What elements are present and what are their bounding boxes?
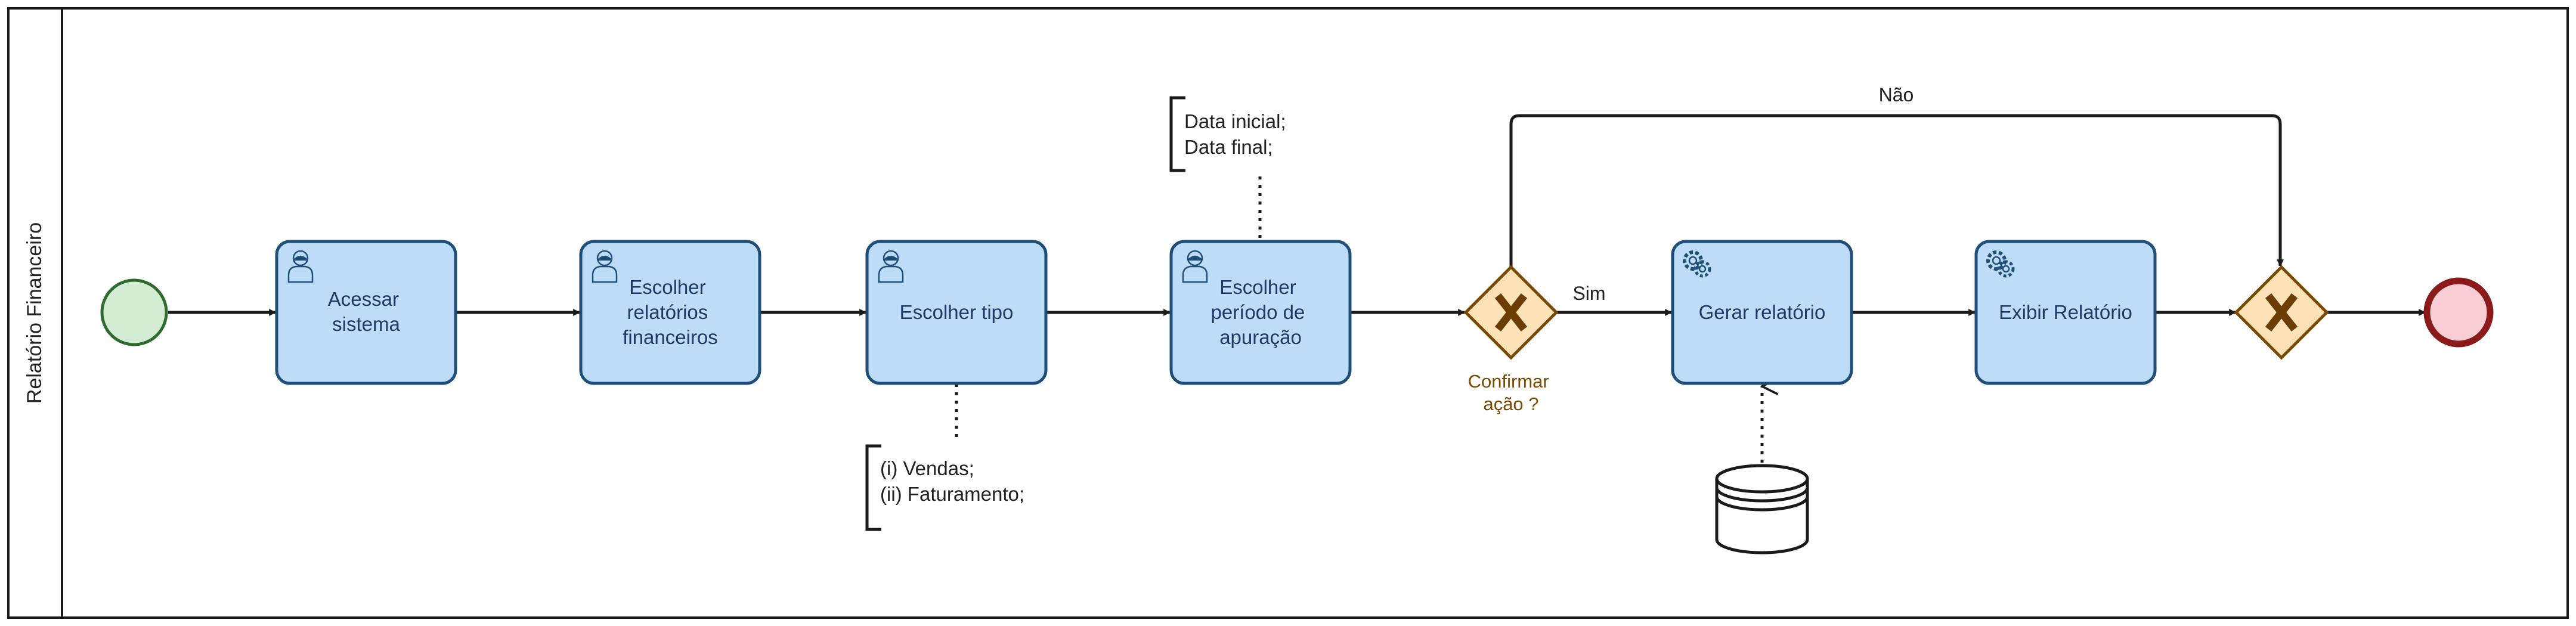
pool-border xyxy=(7,7,2569,619)
task-exibir-relatorio[interactable]: Exibir Relatório xyxy=(1974,240,2157,385)
task-escolher-periodo[interactable]: Escolher período de apuração xyxy=(1169,240,1352,385)
annotation-type-line1: (i) Vendas; xyxy=(880,457,974,479)
task-label: Escolher período de apuração xyxy=(1211,276,1311,348)
annotation-type-bracket xyxy=(865,444,881,531)
database-ring xyxy=(1715,496,1809,512)
gear-icon xyxy=(1986,250,2015,278)
gateway-label-line: ação ? xyxy=(1483,393,1538,414)
database-top xyxy=(1715,464,1809,494)
gateway-label: Confirmar ação ? xyxy=(1468,371,1555,414)
task-label-line: Acessar xyxy=(328,288,399,310)
flow-label-yes: Sim xyxy=(1572,283,1605,304)
task-box xyxy=(1974,240,2157,385)
task-box xyxy=(1671,240,1853,385)
task-label-line: relatórios xyxy=(627,301,708,323)
gear-icon xyxy=(1683,250,1711,278)
task-label: Gerar relatório xyxy=(1699,301,1826,323)
task-label-line: sistema xyxy=(332,313,400,335)
task-label: Acessar sistema xyxy=(328,288,404,335)
exclusive-gateway-merge[interactable] xyxy=(2234,265,2329,360)
annotation-period-bracket xyxy=(1169,96,1185,172)
gateway-label-line: Confirmar xyxy=(1468,371,1549,392)
task-label-line: Escolher xyxy=(1219,276,1296,298)
annotation-period-line2: Data final; xyxy=(1184,136,1273,158)
start-event[interactable] xyxy=(100,278,168,346)
user-icon xyxy=(878,250,904,283)
annotation-type-line2: (ii) Faturamento; xyxy=(880,483,1024,505)
database-icon xyxy=(1715,479,1809,554)
data-store[interactable] xyxy=(1715,464,1809,554)
task-box xyxy=(865,240,1048,385)
x-mark-icon xyxy=(1494,293,1528,332)
task-label: Escolher tipo xyxy=(900,301,1014,323)
task-escolher-tipo[interactable]: Escolher tipo xyxy=(865,240,1048,385)
task-acessar-sistema[interactable]: Acessar sistema xyxy=(275,240,457,385)
task-label-line: período de xyxy=(1211,301,1305,323)
task-label-line: Gerar relatório xyxy=(1699,301,1826,323)
task-label-line: Escolher tipo xyxy=(900,301,1014,323)
sequence-flows xyxy=(168,114,2426,316)
x-mark-icon xyxy=(2265,293,2298,332)
task-label: Escolher relatórios financeiros xyxy=(623,276,718,348)
user-icon xyxy=(1182,250,1208,283)
user-icon xyxy=(592,250,618,283)
task-label-line: Exibir Relatório xyxy=(1999,301,2132,323)
flow-no-path xyxy=(1509,114,2284,267)
annotation-period-line1: Data inicial; xyxy=(1184,110,1286,132)
task-label-line: apuração xyxy=(1219,326,1302,348)
task-label-line: financeiros xyxy=(623,326,718,348)
user-icon xyxy=(287,250,314,283)
task-box xyxy=(1169,240,1352,385)
task-box xyxy=(275,240,457,385)
database-ring xyxy=(1715,487,1809,503)
task-label: Exibir Relatório xyxy=(1999,301,2132,323)
task-escolher-relatorios[interactable]: Escolher relatórios financeiros xyxy=(579,240,761,385)
pool-label: Relatório Financeiro xyxy=(23,222,46,404)
task-box xyxy=(579,240,761,385)
task-gerar-relatorio[interactable]: Gerar relatório xyxy=(1671,240,1853,385)
end-event[interactable] xyxy=(2423,277,2494,348)
exclusive-gateway-confirm[interactable] xyxy=(1463,265,1559,360)
flow-label-no: Não xyxy=(1879,84,1914,106)
associations xyxy=(955,176,1262,441)
task-label-line: Escolher xyxy=(629,276,705,298)
